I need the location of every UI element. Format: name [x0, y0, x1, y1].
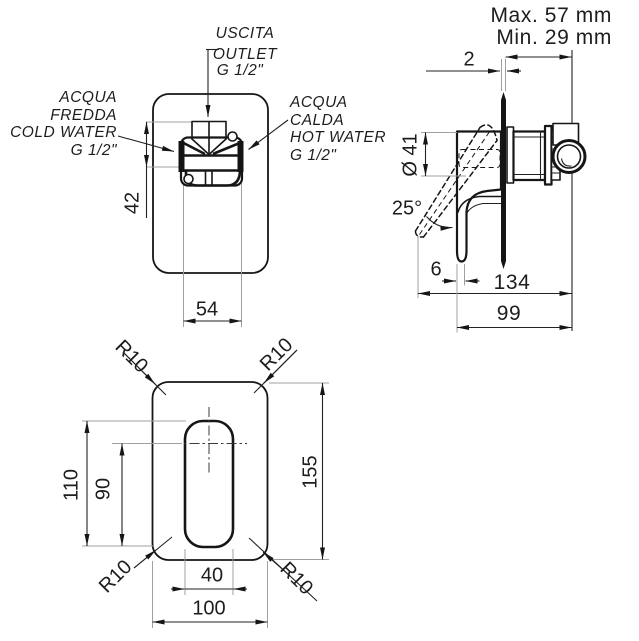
front-valve-body	[178, 120, 244, 187]
cold-label-line2: FREDDA	[50, 106, 117, 124]
angle-arc-25	[426, 216, 453, 231]
outlet-label-line3: G 1/2"	[216, 62, 264, 79]
front-wall-plate	[152, 93, 269, 274]
dim-text-100: 100	[192, 597, 226, 620]
side-wall-plate	[501, 92, 506, 269]
cold-water-label: ACQUA FREDDA COLD WATER G 1/2"	[10, 89, 117, 159]
dim-text-99: 99	[496, 302, 522, 325]
dim-text-2: 2	[463, 48, 475, 71]
dim-text-40: 40	[200, 564, 224, 587]
side-view	[414, 50, 587, 333]
dim-text-90: 90	[92, 477, 115, 501]
slot-centerlines	[171, 407, 247, 475]
side-lever-open-phantom	[414, 124, 498, 238]
dim-text-6: 6	[430, 258, 442, 281]
dim-text-155: 155	[299, 455, 322, 489]
hot-label-line1: ACQUA	[290, 94, 348, 111]
dim-text-25deg: 25°	[391, 197, 423, 220]
radius-leader-bottom-left	[133, 549, 157, 569]
side-lever-closed	[455, 130, 503, 263]
screw-top-right	[227, 131, 238, 142]
depth-max-text: Max. 57 mm	[490, 4, 612, 27]
dim-text-42: 42	[121, 191, 144, 215]
plan-plate	[151, 381, 269, 561]
cold-label-line3: COLD WATER	[10, 124, 117, 142]
hot-label-line2: CALDA	[290, 111, 345, 129]
dim-text-54: 54	[195, 298, 219, 321]
radius-leader-top-right	[263, 349, 298, 384]
side-valve-body	[506, 122, 587, 186]
hot-leader-arrow	[248, 119, 289, 150]
radius-leader-bottom-right	[262, 551, 291, 577]
hot-label-line4: G 1/2"	[290, 146, 337, 164]
radius-leader-top-left	[122, 351, 156, 385]
outlet-label-line2: OUTLET	[212, 46, 278, 63]
dim-text-110: 110	[60, 469, 83, 501]
depth-min-text: Min. 29 mm	[496, 26, 612, 49]
dim-text-134: 134	[493, 271, 531, 294]
hot-inlet-port	[237, 141, 244, 172]
cold-inlet-port	[178, 141, 185, 172]
cold-label-line4: G 1/2"	[70, 141, 117, 159]
hot-label-line3: HOT WATER	[290, 129, 387, 147]
outlet-label-line1: USCITA	[215, 25, 275, 42]
front-view	[117, 48, 289, 327]
depth-range-label: Max. 57 mm Min. 29 mm	[490, 5, 612, 49]
dim-text-41: Ø 41	[399, 133, 422, 177]
hot-water-label: ACQUA CALDA HOT WATER G 1/2"	[290, 94, 386, 164]
plan-view	[82, 349, 329, 628]
cold-label-line1: ACQUA	[59, 89, 117, 106]
screw-bottom-left	[183, 173, 194, 185]
rear-port-inner	[556, 144, 582, 169]
